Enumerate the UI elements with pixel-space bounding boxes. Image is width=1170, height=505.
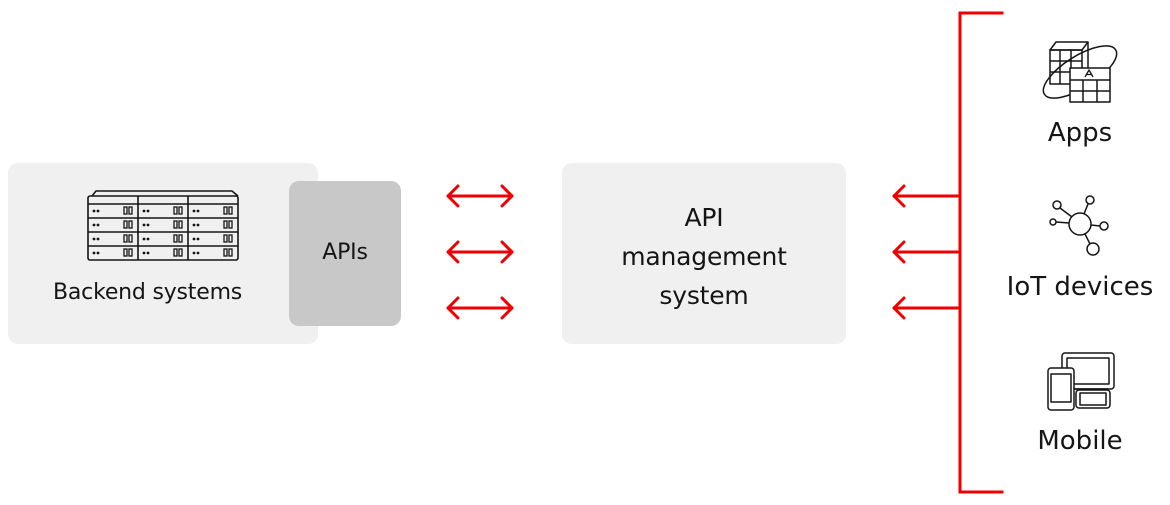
api-management-line-3: system (659, 281, 749, 310)
backend-systems-label: Backend systems (53, 280, 243, 305)
inbound-arrow-top (892, 184, 962, 208)
api-management-line-1: API (684, 203, 724, 232)
inbound-arrow-bottom (892, 296, 962, 320)
inbound-arrow-middle (892, 240, 962, 264)
api-management-box (562, 163, 846, 344)
backend-systems-box (8, 163, 318, 344)
apps-label: Apps (1047, 118, 1113, 148)
iot-devices-label: IoT devices (1006, 272, 1154, 302)
apis-label: APIs (322, 240, 368, 265)
bidirectional-arrow-middle (446, 240, 514, 264)
mobile-label: Mobile (1037, 426, 1123, 456)
api-management-label: API management system (562, 198, 846, 315)
api-management-line-2: management (621, 242, 787, 271)
apis-box (289, 181, 401, 326)
bidirectional-arrow-top (446, 184, 514, 208)
bidirectional-arrow-bottom (446, 296, 514, 320)
